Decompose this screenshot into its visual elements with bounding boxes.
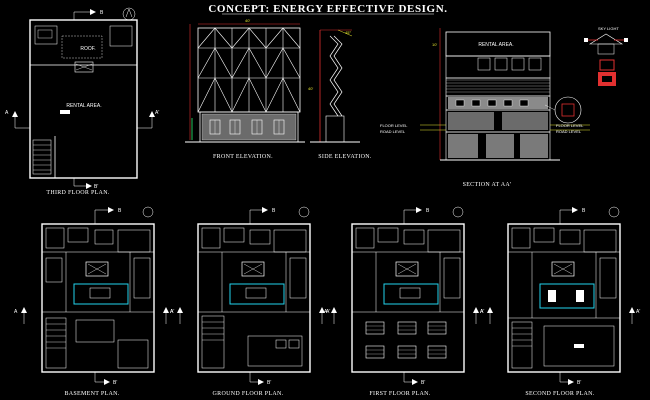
- second-floor-caption: SECOND FLOOR PLAN.: [525, 391, 594, 397]
- first-marker-a-prime: A': [480, 309, 484, 315]
- basement-marker-a: A: [14, 309, 18, 315]
- third-floor-plan: ROOF. RENTAL AREA. THIRD FLOOR PLAN. B B…: [5, 7, 159, 196]
- rental-area-label: RENTAL AREA.: [66, 103, 101, 109]
- floor-level-label-right: FLOOR LEVEL: [556, 123, 584, 128]
- sky-light-detail: SKY LIGHT: [584, 26, 628, 86]
- first-floor-caption: FIRST FLOOR PLAN.: [369, 391, 430, 397]
- section-rental-label: RENTAL AREA.: [478, 42, 513, 48]
- sky-light-caption: SKY LIGHT: [598, 26, 619, 31]
- second-marker-a-prime: A': [636, 309, 640, 315]
- road-level-label-right: ROAD LEVEL: [556, 129, 582, 134]
- marker-b: B: [100, 10, 104, 16]
- section-caption: SECTION AT AA': [463, 182, 512, 188]
- side-elevation-caption: SIDE ELEVATION.: [318, 154, 372, 160]
- second-floor-plan: SECOND FLOOR PLAN. B B' A A': [480, 206, 640, 397]
- svg-text:40': 40': [245, 18, 250, 23]
- basement-marker-b-prime: B': [113, 380, 117, 386]
- marker-b-prime: B': [94, 184, 98, 190]
- ground-marker-a-prime: A': [326, 309, 330, 315]
- first-marker-b: B: [426, 208, 430, 214]
- roof-label: ROOF.: [80, 46, 95, 52]
- basement-caption: BASEMENT PLAN.: [64, 391, 119, 397]
- sheet-title: CONCEPT: ENERGY EFFECTIVE DESIGN.: [208, 3, 447, 15]
- second-marker-b-prime: B': [577, 380, 581, 386]
- road-level-label-left: ROAD LEVEL: [380, 129, 406, 134]
- basement-plan: BASEMENT PLAN. B B' A A': [14, 206, 174, 397]
- second-marker-b: B: [582, 208, 586, 214]
- first-floor-plan: FIRST FLOOR PLAN. B B' A A': [324, 206, 484, 397]
- svg-text:45°: 45°: [345, 30, 351, 35]
- front-elevation-caption: FRONT ELEVATION.: [213, 154, 273, 160]
- front-elevation: 40' FRONT ELEVATION.: [185, 18, 305, 160]
- ground-marker-a: A: [170, 309, 174, 315]
- ground-floor-caption: GROUND FLOOR PLAN.: [213, 391, 284, 397]
- third-floor-caption: THIRD FLOOR PLAN.: [46, 190, 109, 196]
- marker-a-prime: A': [155, 110, 159, 116]
- ground-floor-plan: GROUND FLOOR PLAN. B B' A A': [170, 206, 330, 397]
- second-marker-a: A: [480, 309, 484, 315]
- floor-level-label-left: FLOOR LEVEL: [380, 123, 408, 128]
- first-marker-b-prime: B': [421, 380, 425, 386]
- basement-marker-a-prime: A': [170, 309, 174, 315]
- section-aa: 10' RENTAL AREA.: [380, 28, 590, 188]
- ground-marker-b-prime: B': [267, 380, 271, 386]
- first-marker-a: A: [324, 309, 328, 315]
- marker-a: A: [5, 110, 9, 116]
- svg-text:10': 10': [432, 42, 437, 47]
- basement-marker-b: B: [118, 208, 122, 214]
- side-elevation: 45° 40' SIDE ELEVATION.: [308, 29, 372, 160]
- ground-marker-b: B: [272, 208, 276, 214]
- svg-text:40': 40': [308, 86, 313, 91]
